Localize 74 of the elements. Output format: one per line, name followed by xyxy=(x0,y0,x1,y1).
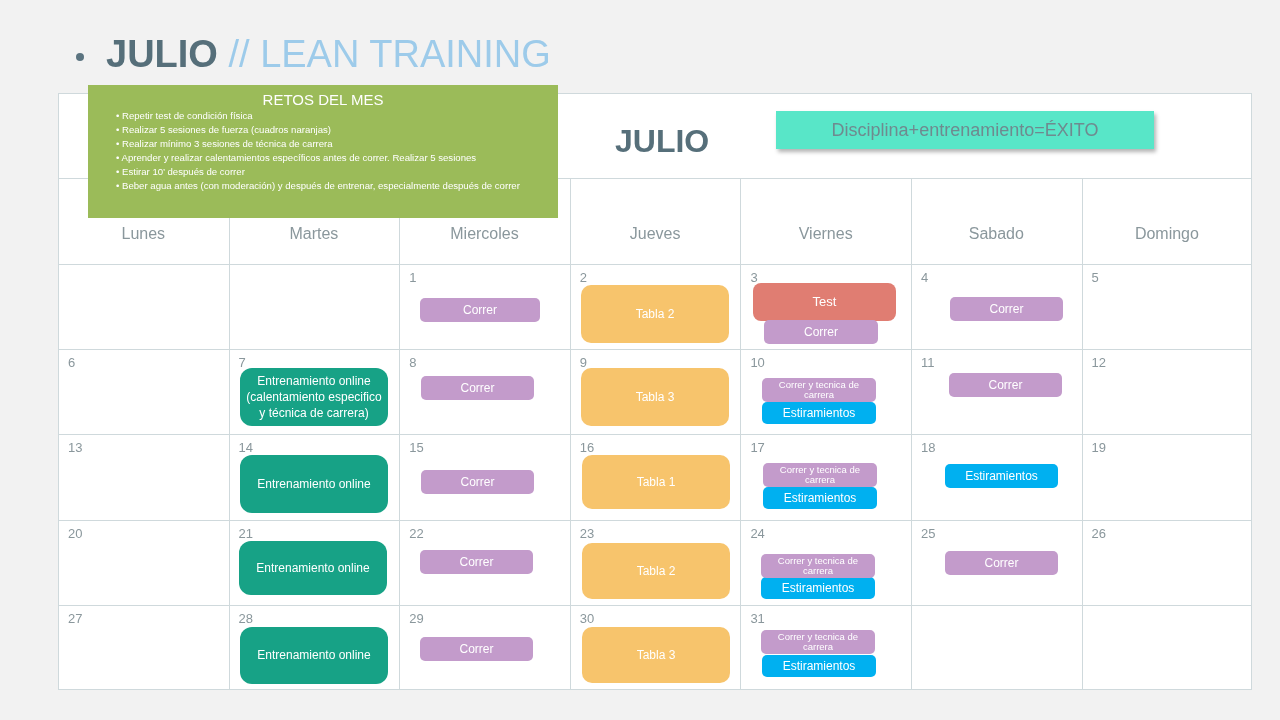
weekday-label: Martes xyxy=(288,224,340,244)
activity-tag: Correr xyxy=(421,470,534,494)
activity-card: Tabla 1 xyxy=(582,455,730,509)
day-number: 26 xyxy=(1091,524,1107,543)
activity-tag: Estiramientos xyxy=(763,487,877,509)
activity-tag: Correr xyxy=(764,320,878,344)
activity-card: Tabla 2 xyxy=(581,285,729,343)
day-number: 8 xyxy=(409,353,417,372)
challenge-item: • Estirar 10’ después de correr xyxy=(116,164,246,179)
activity-tag: Correr xyxy=(421,376,534,400)
day-number: 16 xyxy=(579,439,595,458)
day-number: 22 xyxy=(409,524,424,543)
activity-card: Entrenamiento online (calentamiento especifico y técnica de carrera) xyxy=(240,368,388,426)
activity-tag: Correr xyxy=(945,551,1058,575)
day-number: 25 xyxy=(921,524,936,543)
activity-card: Entrenamiento online xyxy=(240,627,388,684)
activity-tag: Estiramientos xyxy=(762,655,876,677)
activity-tag: Correr xyxy=(420,298,540,322)
box-heading: RETOS DEL MES xyxy=(261,91,385,109)
day-number: 13 xyxy=(68,439,83,458)
day-number: 17 xyxy=(750,439,765,458)
challenge-item: • Aprender y realizar calentamientos específicos antes de correr. Realizar 5 sesiones xyxy=(116,150,478,165)
day-number: 19 xyxy=(1091,439,1107,458)
activity-tag: Correr xyxy=(950,297,1063,321)
challenge-item: • Beber agua antes (con moderación) y después de entrenar, especialmente después de correr xyxy=(116,178,521,193)
day-number: 29 xyxy=(409,609,424,628)
weekday-label: Viernes xyxy=(797,224,854,244)
activity-tag: Correr y tecnica de carrera xyxy=(761,554,875,578)
activity-card: Entrenamiento online xyxy=(240,455,388,513)
challenge-item: • Repetir test de condición física xyxy=(116,109,254,123)
day-number: 11 xyxy=(921,353,935,372)
weekday-label: Domingo xyxy=(1133,224,1200,244)
day-number: 15 xyxy=(409,439,424,458)
day-number: 18 xyxy=(921,439,936,458)
activity-card: Tabla 2 xyxy=(582,543,730,599)
activity-tag: Estiramientos xyxy=(762,402,876,424)
day-number: 2 xyxy=(579,268,588,287)
day-number: 31 xyxy=(750,609,765,628)
day-number: 5 xyxy=(1091,268,1099,287)
activity-tag: Correr y tecnica de carrera xyxy=(761,630,875,654)
month-heading: JULIO xyxy=(615,122,710,161)
day-number: 14 xyxy=(238,439,254,458)
challenge-item: • Realizar mínimo 3 sesiones de técnica de carrera xyxy=(116,136,334,151)
slide-title: JULIO // LEAN TRAINING xyxy=(106,32,551,77)
weekday-label: Lunes xyxy=(120,224,167,244)
activity-tag: Correr y tecnica de carrera xyxy=(763,463,877,487)
activity-tag: Estiramientos xyxy=(761,577,875,599)
activity-tag: Correr y tecnica de carrera xyxy=(762,378,876,402)
day-number: 27 xyxy=(68,609,83,628)
activity-card: Test xyxy=(753,283,896,321)
activity-tag: Correr xyxy=(420,637,533,661)
weekday-label: Sabado xyxy=(967,224,1025,244)
day-number: 30 xyxy=(579,609,595,628)
day-number: 20 xyxy=(68,524,83,543)
day-number: 10 xyxy=(750,353,765,372)
motto-banner: Disciplina+entrenamiento=ÉXITO xyxy=(776,111,1154,149)
day-number: 24 xyxy=(750,524,765,543)
day-number: 1 xyxy=(409,268,417,287)
activity-card: Entrenamiento online xyxy=(239,541,387,595)
day-number: 23 xyxy=(579,524,595,543)
day-number: 6 xyxy=(68,353,76,372)
weekday-label: Jueves xyxy=(628,224,682,244)
day-number: 28 xyxy=(238,609,254,628)
activity-tag: Estiramientos xyxy=(945,464,1058,488)
activity-tag: Correr xyxy=(949,373,1062,397)
activity-card: Tabla 3 xyxy=(582,627,730,683)
activity-tag: Correr xyxy=(420,550,533,574)
day-number: 21 xyxy=(238,524,254,543)
challenge-item: • Realizar 5 sesiones de fuerza (cuadros naranjas) xyxy=(116,122,333,137)
day-number: 4 xyxy=(921,268,929,287)
activity-card: Tabla 3 xyxy=(581,368,729,426)
challenges-box xyxy=(88,85,558,218)
weekday-label: Miercoles xyxy=(449,224,520,244)
day-number: 12 xyxy=(1091,353,1107,372)
